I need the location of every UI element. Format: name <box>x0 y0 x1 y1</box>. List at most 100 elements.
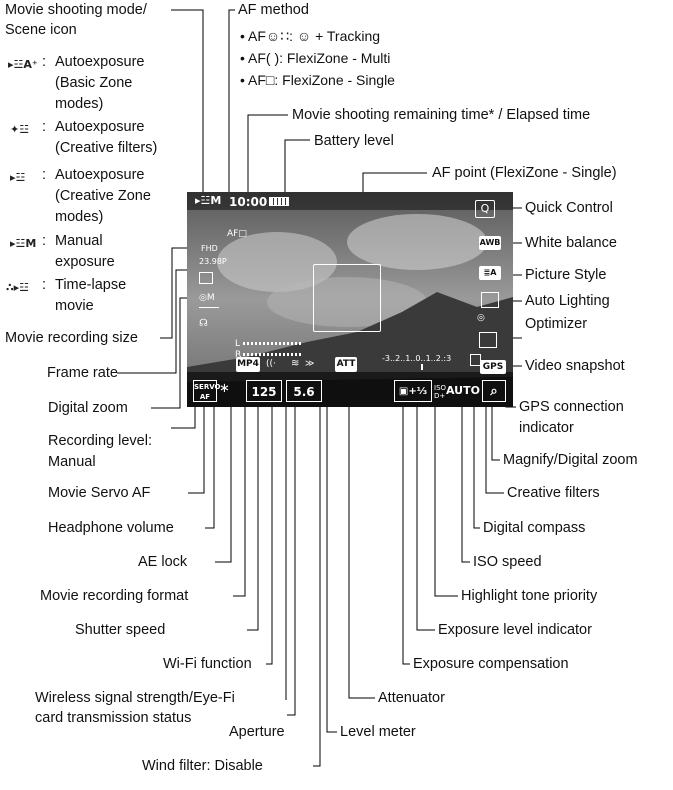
recording-level-label-2: Manual <box>48 454 96 470</box>
recording-size-label: Movie recording size <box>5 330 138 346</box>
mode-sep: : <box>42 277 47 293</box>
mode-line: modes) <box>55 209 104 225</box>
mode-sep: : <box>42 233 47 249</box>
video-snapshot-icon <box>479 332 497 348</box>
digital-zoom-icon <box>199 272 213 284</box>
creative-filter-mode-icon: ✦☳ <box>10 123 30 136</box>
picture-style-label: Picture Style <box>525 267 607 283</box>
aperture-label: Aperture <box>229 724 285 740</box>
digital-zoom-label: Digital zoom <box>48 400 128 416</box>
attenuator-label: Attenuator <box>378 690 445 706</box>
mode-line: Autoexposure <box>55 167 145 183</box>
level-meter-right-label: R <box>235 350 242 360</box>
recording-format-icon: MP4 <box>236 357 260 372</box>
video-snapshot-label: Video snapshot <box>525 358 625 374</box>
af-flexizone-single-label: • AF□: FlexiZone - Single <box>240 72 395 88</box>
auto-lighting-label-1: Auto Lighting <box>525 293 610 309</box>
level-meter-left <box>243 342 303 345</box>
auto-lighting-label-2: Optimizer <box>525 316 588 332</box>
af-face-tracking-label: • AF☺∷: ☺ + Tracking <box>240 28 381 44</box>
af-point-frame <box>313 264 381 332</box>
mode-line: exposure <box>55 254 115 270</box>
creative-zone-mode-icon: ▸☳ <box>10 171 26 184</box>
movie-shooting-mode-label: Movie shooting mode/ <box>5 2 147 18</box>
gps-label-1: GPS connection <box>519 399 624 415</box>
battery-level-label: Battery level <box>314 133 394 149</box>
af-method-icon: AF□ <box>227 229 247 239</box>
picture-style-icon: ≣A <box>479 266 501 280</box>
remaining-time-label: Movie shooting remaining time* / Elapsed… <box>292 107 591 123</box>
wireless-label-1: Wireless signal strength/Eye-Fi <box>35 690 235 706</box>
recording-format-label: Movie recording format <box>40 588 189 604</box>
mode-line: Time-lapse <box>55 277 127 293</box>
headphone-icon: ☊ <box>199 318 208 329</box>
wifi-function-icon: ((· <box>266 359 276 369</box>
mode-line: Manual <box>55 233 103 249</box>
frame-rate-label: Frame rate <box>47 365 118 381</box>
headphone-volume-label: Headphone volume <box>48 520 174 536</box>
wind-filter-icon: ≫ <box>305 359 315 369</box>
quick-control-icon[interactable]: Q <box>475 200 495 218</box>
magnify-label: Magnify/Digital zoom <box>503 452 638 468</box>
gps-indicator: GPS <box>480 360 506 374</box>
creative-filter-icon: ◎ <box>477 313 485 323</box>
mode-line: (Creative Zone <box>55 188 151 204</box>
af-point-label: AF point (FlexiZone - Single) <box>432 165 617 181</box>
creative-filters-label: Creative filters <box>507 485 600 501</box>
exposure-comp-label: Exposure compensation <box>413 656 569 672</box>
recording-level-label-1: Recording level: <box>48 433 152 449</box>
shutter-speed-label: Shutter speed <box>75 622 166 638</box>
mode-sep: : <box>42 54 47 70</box>
wind-filter-label: Wind filter: Disable <box>142 758 263 774</box>
af-method-label: AF method <box>238 2 309 18</box>
iso-speed-value: AUTO <box>446 384 480 397</box>
headphone-volume-slider <box>199 307 219 308</box>
recording-level-icon: ◎M <box>199 293 215 303</box>
magnify-icon[interactable]: ⌕ <box>482 380 506 402</box>
scene-icon-label: Scene icon <box>5 22 77 38</box>
remaining-time-value: 10:00 <box>229 195 268 209</box>
mode-line: (Creative filters) <box>55 140 158 156</box>
movie-servo-af-icon: SERVO AF <box>193 380 220 402</box>
mode-sep: : <box>42 167 47 183</box>
mode-sep: : <box>42 119 47 135</box>
battery-icon <box>269 197 289 206</box>
highlight-tone-label: Highlight tone priority <box>461 588 598 604</box>
time-lapse-mode-icon: ∴▸☳ <box>6 281 30 294</box>
mode-line: modes) <box>55 96 104 112</box>
mode-line: movie <box>55 298 94 314</box>
auto-lighting-optimizer-icon <box>481 292 499 308</box>
attenuator-icon: ATT <box>335 357 357 372</box>
digital-compass-label: Digital compass <box>483 520 586 536</box>
ae-lock-icon: ∗ <box>219 381 230 396</box>
movie-servo-af-label: Movie Servo AF <box>48 485 151 501</box>
iso-speed-label: ISO speed <box>473 554 542 570</box>
shooting-mode-icon: ▸☳M <box>195 194 222 207</box>
wireless-signal-icon: ≋ <box>291 358 300 369</box>
wifi-label: Wi-Fi function <box>163 656 252 672</box>
exposure-level-label: Exposure level indicator <box>438 622 592 638</box>
white-balance-icon: AWB <box>479 236 501 250</box>
frame-rate-icon: 23.98P <box>199 257 227 266</box>
mode-line: (Basic Zone <box>55 75 133 91</box>
aperture-value: 5.6 <box>286 380 322 402</box>
manual-mode-icon: ▸☳M <box>10 237 37 250</box>
af-flexizone-multi-label: • AF( ): FlexiZone - Multi <box>240 50 391 66</box>
mode-line: Autoexposure <box>55 119 145 135</box>
camera-live-view-screen: ▸☳M 10:00 AF□ FHD 23.98P ◎M ☊ L R Q AWB … <box>187 192 513 407</box>
exposure-compensation-value: ▣+⅓ <box>394 380 432 402</box>
white-balance-label: White balance <box>525 235 617 251</box>
gps-label-2: indicator <box>519 420 574 436</box>
ae-lock-label: AE lock <box>138 554 188 570</box>
level-meter-right <box>243 353 303 356</box>
exposure-level-scale: -3..2..1..0..1..2.:3 <box>382 354 452 363</box>
quick-control-label: Quick Control <box>525 200 613 216</box>
level-meter-label: Level meter <box>340 724 416 740</box>
shutter-speed-value: 125 <box>246 380 282 402</box>
level-meter-left-label: L <box>235 339 241 349</box>
exposure-level-pointer <box>421 364 423 370</box>
recording-size-icon: FHD <box>201 244 218 253</box>
wireless-label-2: card transmission status <box>35 710 192 726</box>
basic-zone-mode-icon: ▸☳A⁺ <box>8 58 38 71</box>
